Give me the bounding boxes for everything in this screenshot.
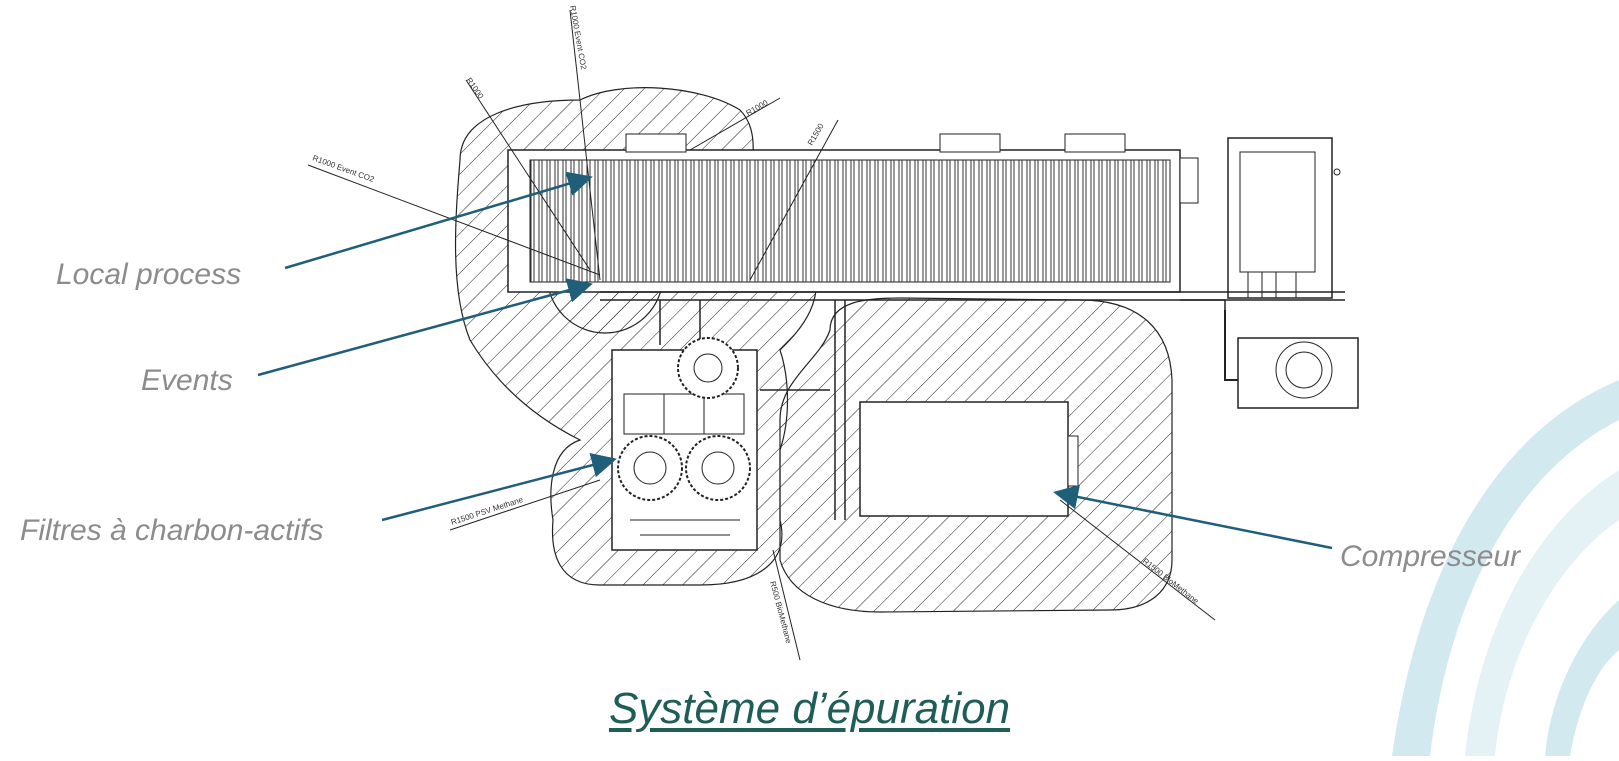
electrical-cabinet xyxy=(1227,137,1341,299)
blower-unit xyxy=(1224,310,1359,409)
carbon-filter-skid xyxy=(611,337,758,551)
zone-label-r1000-a: R1000 xyxy=(464,76,485,101)
callout-arrows xyxy=(257,171,1333,550)
radius-leaders xyxy=(307,9,1216,661)
zone-label-r1000-event-co2-a: R1000 Event CO2 xyxy=(568,5,588,71)
callout-filtres: Filtres à charbon-actifs xyxy=(20,514,324,547)
decorative-swoosh xyxy=(1392,380,1619,756)
callout-compresseur: Compresseur xyxy=(1340,540,1521,573)
page-title: Système d’épuration xyxy=(608,684,1011,733)
arrow-local-process xyxy=(284,171,593,270)
zone-label-r500-biomethane: R500 BioMethane xyxy=(768,580,793,645)
zone-label-r1500: R1500 xyxy=(806,122,826,147)
arrow-events xyxy=(257,278,593,377)
piping xyxy=(600,291,1345,520)
arrow-filtres xyxy=(381,452,617,522)
callout-local-process: Local process xyxy=(56,258,242,291)
purification-container xyxy=(507,133,1199,293)
zone-label-r1000-b: R1000 xyxy=(745,98,770,118)
callout-events: Events xyxy=(141,364,233,397)
arrow-compresseur xyxy=(1053,484,1333,550)
compressor-unit xyxy=(859,401,1079,517)
zone-label-r1000-event-co2-b: R1000 Event CO2 xyxy=(311,153,376,184)
